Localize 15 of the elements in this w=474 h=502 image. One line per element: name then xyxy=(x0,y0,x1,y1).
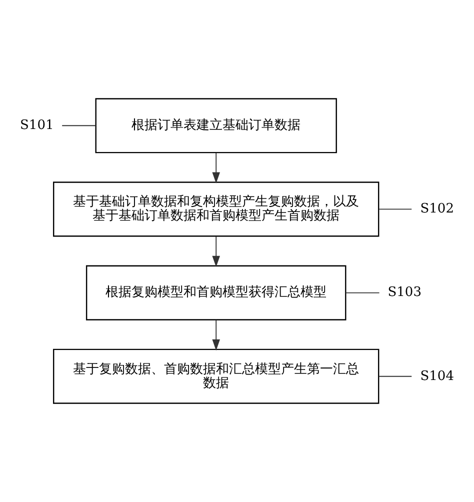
connector xyxy=(378,376,412,377)
arrow xyxy=(212,320,220,351)
node-text: S103 xyxy=(388,285,422,300)
arrow xyxy=(212,152,220,184)
connector xyxy=(378,208,412,210)
node-box: 根据复购模型和首购模型获得汇总模型 xyxy=(86,265,346,320)
connector xyxy=(62,125,96,126)
arrow xyxy=(212,236,220,267)
node-box: 基于复购数据、首购数据和汇总模型产生第一汇总数据 xyxy=(53,348,380,404)
node-box: 基于基础订单数据和复构模型产生复购数据，以及基于基础订单数据和首购模型产生首购数据 xyxy=(53,182,380,237)
connector xyxy=(345,292,380,294)
node-text: S104 xyxy=(420,368,454,384)
node-text: S102 xyxy=(420,202,454,217)
node-box: 根据订单表建立基础订单数据 xyxy=(95,98,337,154)
node-text: S101 xyxy=(20,118,54,134)
